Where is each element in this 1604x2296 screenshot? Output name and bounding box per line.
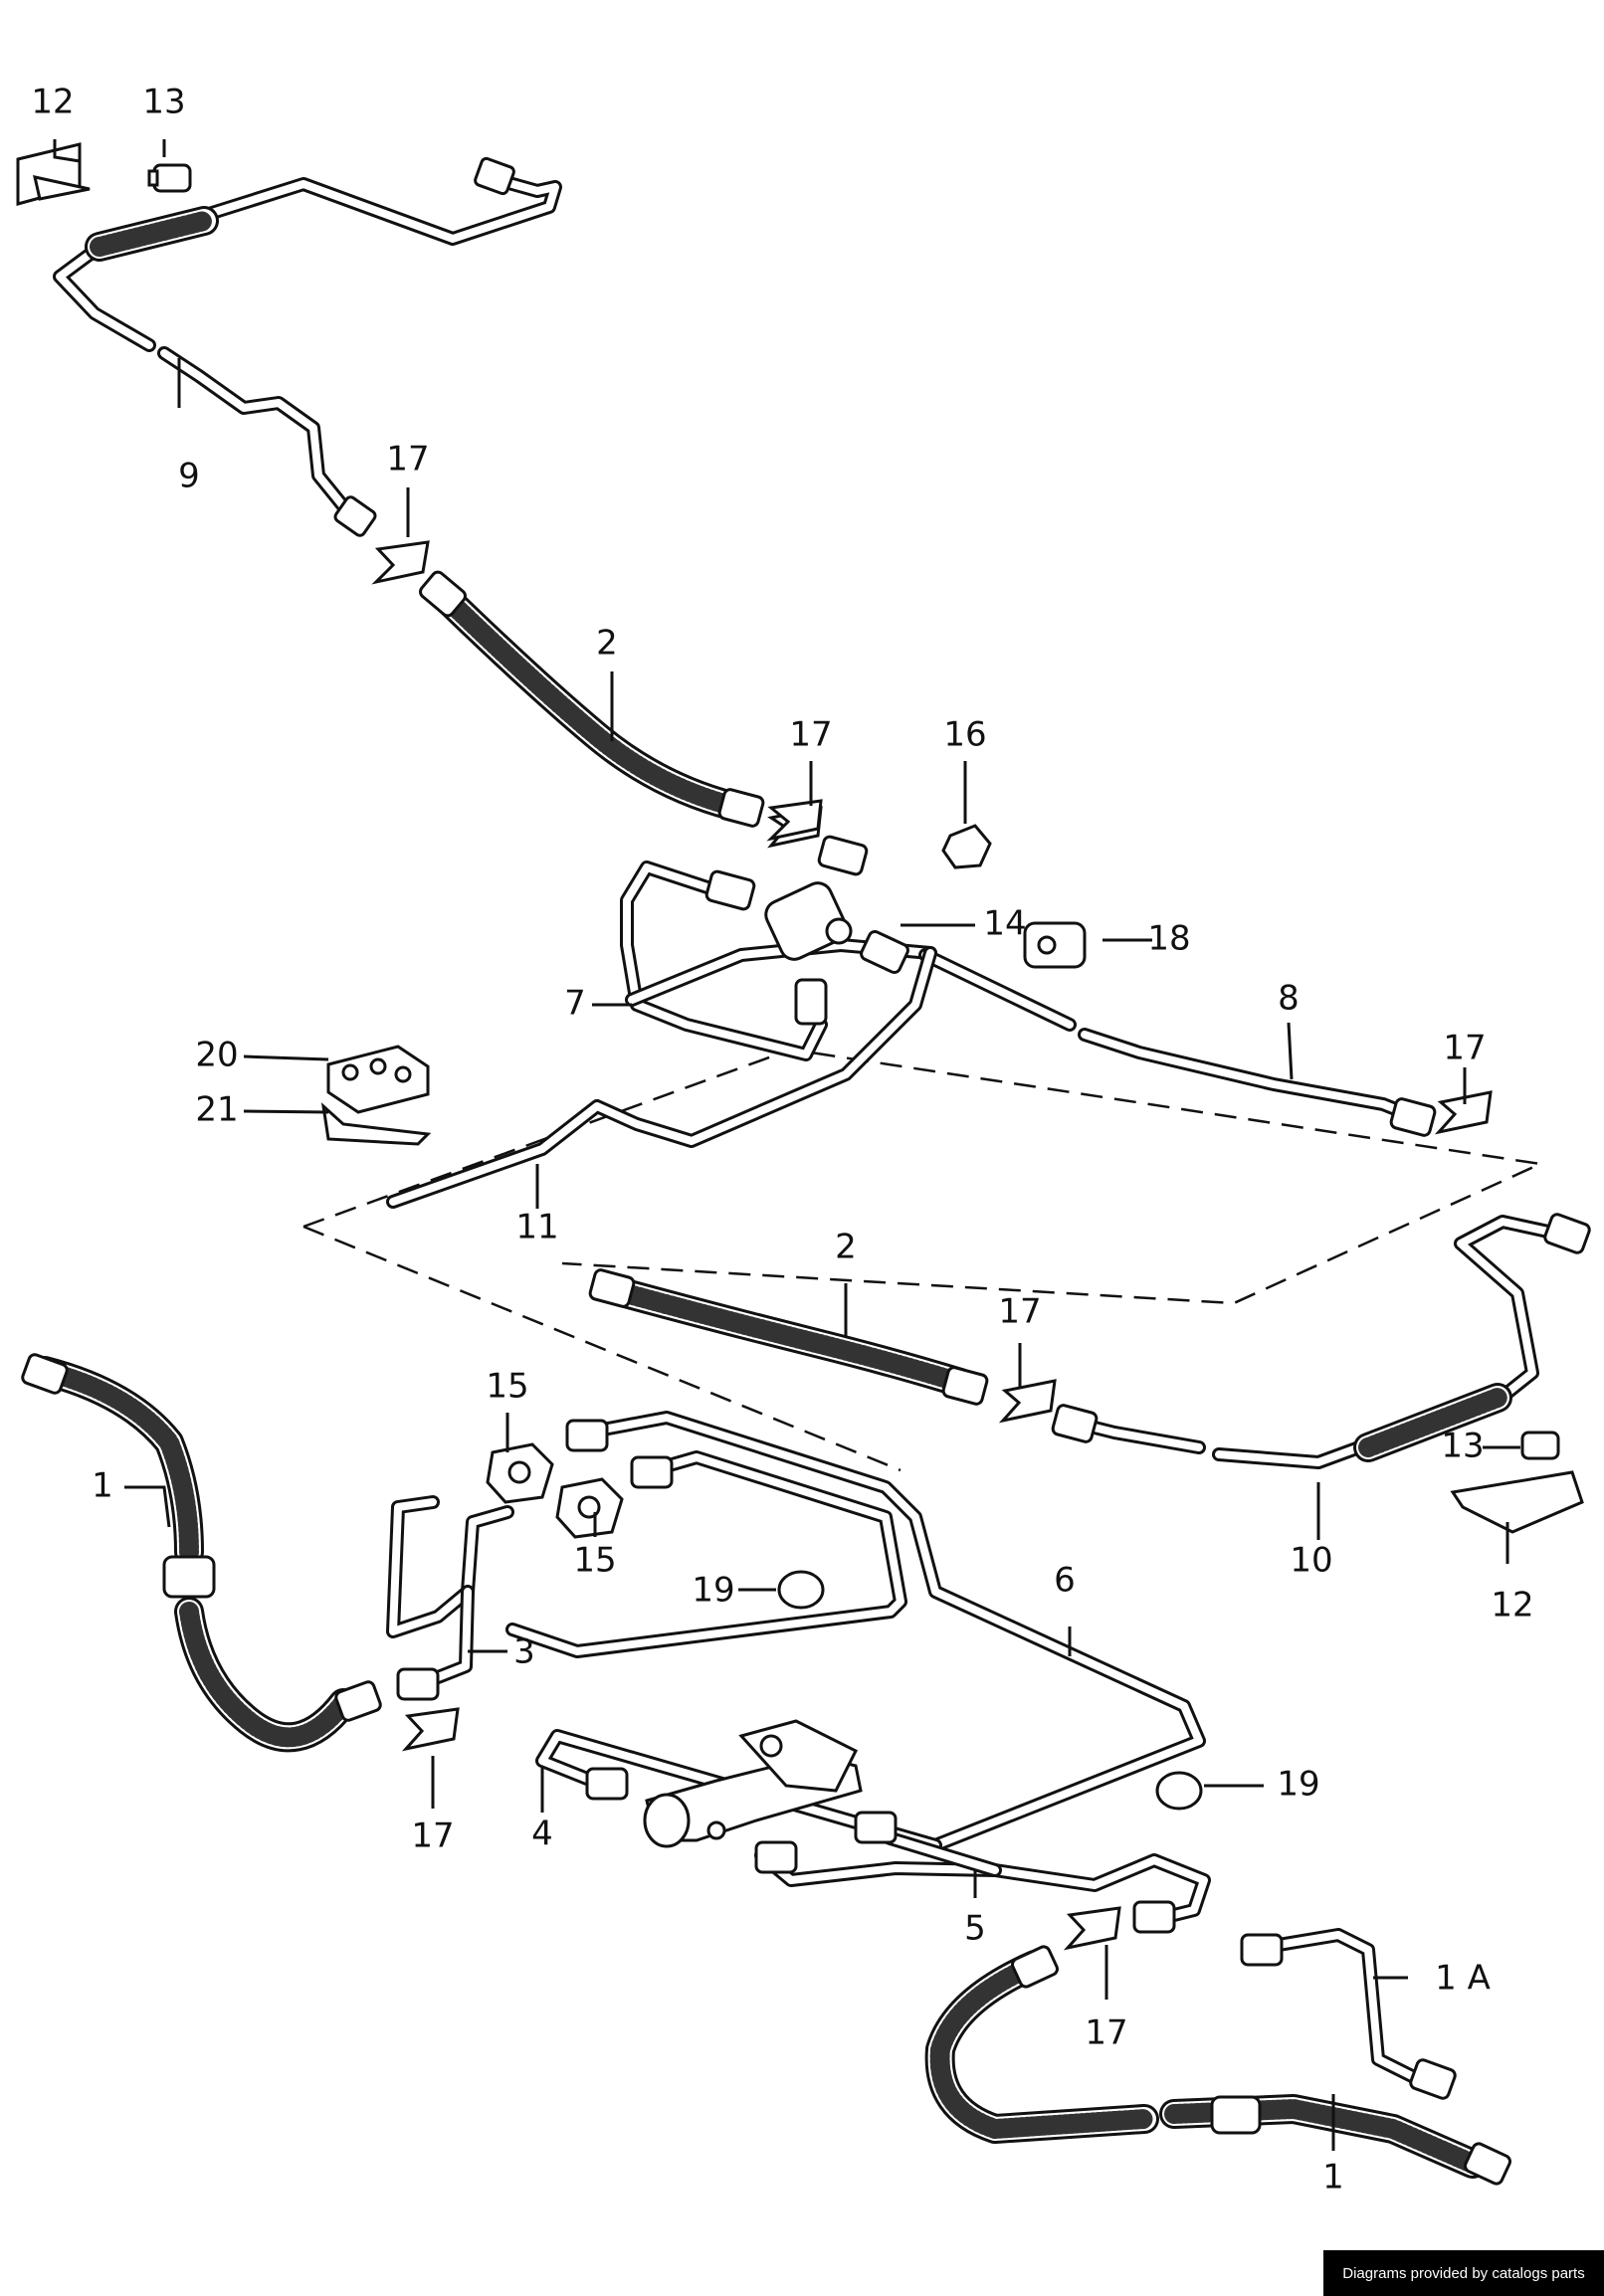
clamp-20	[326, 1045, 430, 1114]
brake-line-3	[386, 1495, 514, 1701]
brake-hose-1-left	[21, 1353, 382, 1753]
callout-8: 8	[1278, 979, 1300, 1019]
callout-19: 19	[692, 1571, 734, 1611]
brake-hose-2-middle	[588, 1268, 989, 1406]
leader-lines	[53, 139, 1520, 2151]
callout-12: 12	[31, 83, 74, 122]
brake-line-5	[754, 1811, 1211, 1934]
callout-17: 17	[1085, 2013, 1127, 2053]
brake-line-8	[918, 948, 1437, 1137]
callout-1: 1	[92, 1466, 113, 1506]
callout-17: 17	[789, 715, 832, 755]
callout-1a: 1 A	[1435, 1959, 1491, 1999]
callout-10: 10	[1290, 1541, 1332, 1581]
brake-line-9	[53, 156, 562, 537]
clip-17-right	[1434, 1090, 1493, 1135]
brake-line-10	[1051, 1213, 1591, 1469]
bracket-12-right	[1450, 1470, 1584, 1534]
callout-20: 20	[195, 1036, 238, 1075]
tee-14	[704, 835, 909, 1026]
callout-17: 17	[1443, 1029, 1486, 1068]
master-cylinder	[643, 1719, 863, 1848]
clip-17-f	[1063, 1906, 1121, 1951]
callout-3: 3	[513, 1632, 535, 1672]
grommet-19-a	[777, 1570, 825, 1610]
callout-5: 5	[964, 1909, 986, 1949]
clip-17-c	[766, 799, 823, 842]
callout-17: 17	[386, 440, 429, 479]
callout-2: 2	[835, 1228, 857, 1267]
clip-17-a	[371, 540, 430, 585]
callout-1: 1	[1322, 2158, 1344, 2198]
brake-line-11	[386, 946, 937, 1209]
callout-19: 19	[1277, 1765, 1319, 1805]
callout-15: 15	[573, 1541, 616, 1581]
callout-4: 4	[531, 1815, 553, 1854]
clip-17-e	[401, 1707, 460, 1752]
callout-21: 21	[195, 1090, 238, 1130]
brake-line-1a	[1240, 1928, 1457, 2100]
callout-9: 9	[178, 457, 200, 496]
grommet-19-b	[1155, 1771, 1203, 1811]
callout-17: 17	[998, 1292, 1041, 1332]
credit-banner: Diagrams provided by catalogs parts	[1323, 2250, 1604, 2296]
callout-16: 16	[943, 715, 986, 755]
callout-14: 14	[983, 904, 1026, 944]
brake-hose-2-upper	[418, 570, 765, 828]
callout-17: 17	[411, 1817, 454, 1856]
clamp-18	[1023, 921, 1087, 969]
union-15-b	[555, 1477, 624, 1539]
chassis-outline	[302, 1048, 1545, 1472]
callout-6: 6	[1054, 1561, 1076, 1601]
union-15-a	[486, 1442, 554, 1504]
brake-line-6	[505, 1411, 1206, 1852]
callout-12: 12	[1491, 1586, 1533, 1626]
callout-11: 11	[515, 1208, 558, 1247]
callout-13: 13	[1441, 1427, 1484, 1466]
callout-7: 7	[564, 984, 586, 1024]
callout-labels: 12 13 9 17 2 17 16 14 18 7 8 17 20 21 11…	[31, 83, 1533, 2198]
clip-17-d	[998, 1379, 1057, 1424]
callout-2: 2	[596, 624, 618, 664]
bracket-21	[320, 1102, 432, 1146]
brake-hose-1-lower	[924, 1945, 1511, 2186]
nut-16	[941, 824, 992, 869]
callout-15: 15	[486, 1367, 528, 1407]
bolt-13-right	[1520, 1431, 1560, 1460]
bolt-13-top	[147, 163, 192, 193]
callout-13: 13	[142, 83, 185, 122]
callout-18: 18	[1147, 919, 1190, 959]
